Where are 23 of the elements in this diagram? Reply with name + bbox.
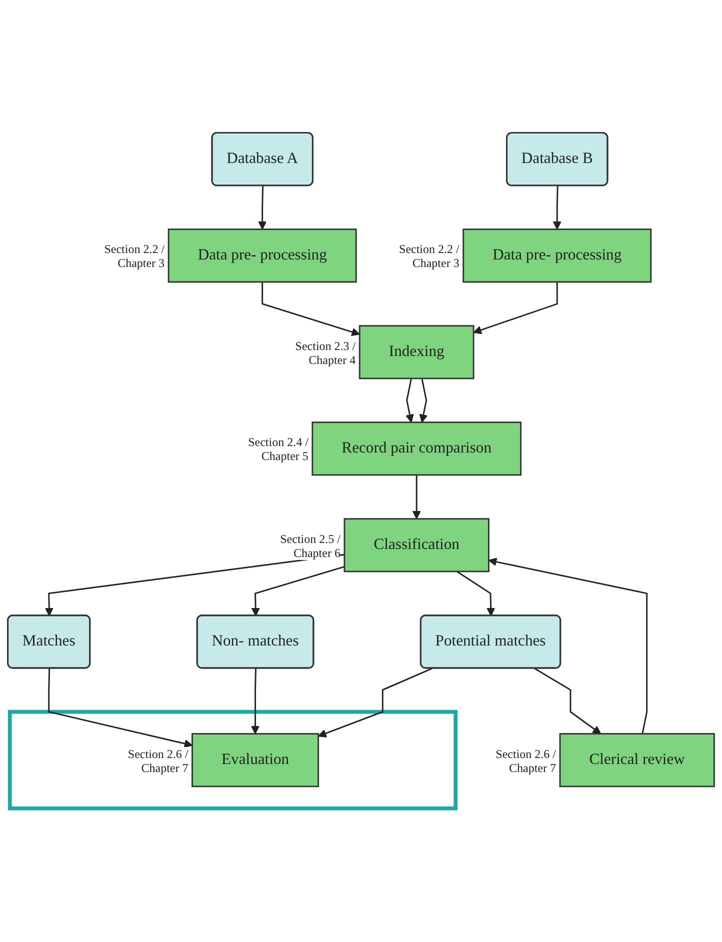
arrow [419,378,428,424]
arrow [473,282,558,335]
arrow [456,571,496,617]
node-box: Record pair comparison [312,422,522,476]
arrow [262,282,360,337]
arrow [251,566,345,617]
arrow [250,668,260,735]
arrow [44,554,345,617]
arrow [48,668,193,748]
node-box: Classification [344,518,490,573]
arrow [534,668,602,735]
node-box: Data pre- processing [462,229,652,284]
arrow [412,475,421,520]
node-box: Indexing [358,326,474,380]
arrow [488,558,648,734]
cluster [8,710,458,811]
arrow [318,668,432,738]
node-box: Data pre- processing [168,229,357,284]
node-box: Clerical review [559,733,715,788]
arrow [406,378,414,424]
arrow [552,186,562,230]
node-box: Evaluation [192,733,320,788]
arrow [258,186,267,230]
